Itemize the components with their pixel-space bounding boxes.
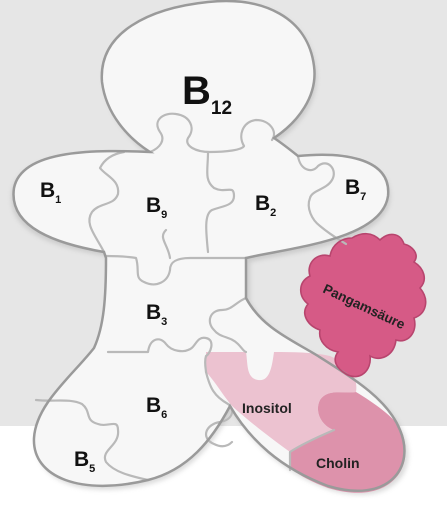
- label-b9-sub: 9: [161, 209, 167, 221]
- inositol-piece: [206, 352, 357, 452]
- label-b9: B9: [146, 194, 167, 221]
- body-outline: [12, 0, 406, 492]
- label-b7-main: B: [345, 176, 360, 199]
- seam-b1-b9: [88, 150, 126, 254]
- seams: [34, 112, 348, 482]
- label-b9-main: B: [146, 194, 161, 217]
- label-b7: B7: [345, 176, 366, 203]
- label-b2: B2: [255, 192, 276, 219]
- label-b2-sub: 2: [270, 207, 276, 219]
- pangamsaeure-piece: [300, 233, 426, 377]
- seam-b5-b6: [34, 398, 150, 482]
- label-b1-sub: 1: [55, 194, 61, 206]
- label-b3-sub: 3: [161, 316, 167, 328]
- pangamsaeure-outline: [299, 232, 427, 378]
- label-b3-main: B: [146, 301, 161, 324]
- label-b5: B5: [74, 448, 95, 475]
- label-inositol: Inositol: [242, 400, 292, 416]
- label-b7-sub: 7: [360, 191, 366, 203]
- label-b6: B6: [146, 394, 167, 421]
- seam-head: [148, 112, 276, 154]
- label-b6-main: B: [146, 394, 161, 417]
- label-b12-sub: 12: [211, 98, 232, 119]
- label-b2-main: B: [255, 192, 270, 215]
- seam-b3-right: [208, 296, 248, 354]
- seam-shoulder: [104, 254, 248, 286]
- label-b6-sub: 6: [161, 409, 167, 421]
- label-b5-main: B: [74, 448, 89, 471]
- seam-waist: [106, 336, 213, 374]
- label-b3: B3: [146, 301, 167, 328]
- seam-b2-b7: [296, 154, 348, 246]
- label-b1-main: B: [40, 179, 55, 202]
- label-b12-main: B: [182, 69, 211, 113]
- seam-b9-upper: [161, 228, 172, 260]
- seam-b9-b2: [205, 150, 236, 254]
- label-b5-sub: 5: [89, 463, 95, 475]
- label-b12: B12: [182, 69, 232, 119]
- label-cholin: Cholin: [316, 455, 360, 471]
- label-b1: B1: [40, 179, 61, 206]
- cholin-piece: [290, 392, 406, 493]
